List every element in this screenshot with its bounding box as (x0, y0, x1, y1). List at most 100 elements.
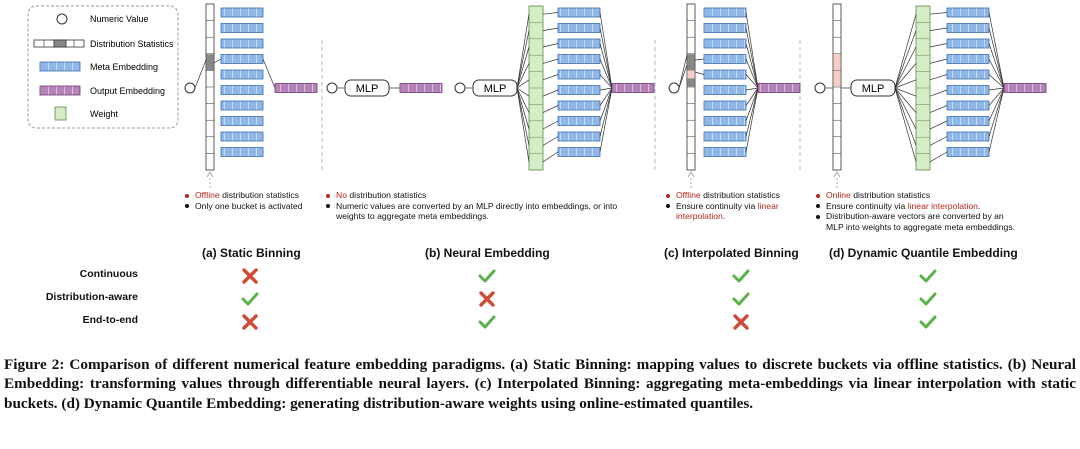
check-icon (918, 266, 938, 286)
connector (516, 46, 530, 89)
meta-embedding (220, 23, 264, 33)
connector (599, 87, 613, 106)
connector (894, 87, 917, 130)
connector (678, 54, 688, 89)
connector (599, 87, 613, 122)
row-label-end-to-end: End-to-end (82, 314, 138, 326)
connector (894, 87, 917, 97)
connector (599, 12, 613, 89)
title-interpolated-binning: (c) Interpolated Binning (664, 246, 799, 260)
panel-a-note: Only one bucket is activated (195, 200, 303, 211)
legend-meta-embedding: Meta Embedding (90, 62, 158, 72)
panel-d-notes: Online distribution statistics Ensure co… (816, 190, 1016, 232)
distribution-statistics-icon (33, 39, 85, 48)
connector (542, 27, 559, 31)
row-label-continuous: Continuous (79, 268, 138, 280)
active-bucket (206, 54, 214, 70)
panel-b-note: Numeric values are converted by an MLP d… (336, 200, 618, 222)
connector (678, 64, 688, 89)
connector (894, 87, 917, 146)
connector (988, 12, 1005, 89)
connector (894, 46, 917, 89)
meta-embedding (946, 7, 990, 18)
connector (929, 151, 948, 163)
meta-embedding (946, 147, 990, 157)
connector (988, 74, 1005, 89)
meta-embedding (557, 147, 601, 157)
meta-embedding (703, 85, 747, 95)
meta-embedding (703, 100, 747, 111)
panel-b-notes: No distribution statistics Numeric value… (326, 190, 646, 222)
meta-embedding (703, 116, 747, 126)
connector (516, 87, 530, 130)
weight-icon (54, 106, 67, 121)
connector (929, 89, 948, 97)
meta-embedding (220, 7, 264, 18)
meta-embedding (703, 23, 747, 33)
active-bucket (687, 70, 695, 87)
connector (929, 27, 948, 31)
connector (542, 151, 559, 163)
meta-embedding (946, 100, 990, 111)
panel-d-note: Distribution-aware vectors are converted… (826, 211, 1016, 232)
meta-embedding (557, 7, 601, 18)
connector (516, 87, 530, 162)
interpolation-highlight (687, 70, 695, 79)
connector (745, 87, 759, 106)
connector (516, 14, 530, 89)
row-label-distribution-aware: Distribution-aware (45, 291, 138, 303)
legend-distribution-statistics: Distribution Statistics (90, 39, 174, 49)
meta-embedding (946, 131, 990, 142)
connector (516, 79, 530, 89)
meta-embedding (557, 69, 601, 80)
check-icon (731, 289, 751, 309)
output-embedding (399, 83, 443, 93)
meta-embedding (557, 38, 601, 49)
arrow-head (206, 171, 214, 178)
connector (542, 58, 559, 64)
meta-embedding (220, 85, 264, 95)
mlp-label: MLP (862, 83, 885, 95)
cross-icon (477, 289, 497, 309)
meta-embedding (703, 54, 747, 64)
panel-b-key: No (336, 190, 347, 200)
numeric-value-node (184, 82, 196, 94)
connector (745, 87, 759, 137)
check-icon (918, 289, 938, 309)
check-icon (477, 312, 497, 332)
active-bucket (687, 54, 695, 70)
arrow-head (687, 171, 695, 178)
connector (694, 58, 705, 61)
connector (988, 87, 1005, 122)
mlp-label: MLP (484, 83, 507, 95)
connector (929, 43, 948, 48)
numeric-value-node (668, 82, 680, 94)
panel-c-key: Offline (676, 190, 701, 200)
check-icon (477, 266, 497, 286)
meta-embedding (220, 54, 264, 64)
meta-embedding (220, 116, 264, 126)
panel-a-notes: Offline distribution statistics Only one… (185, 190, 320, 211)
meta-embedding (220, 69, 264, 80)
panel-c-notes: Offline distribution statistics Ensure c… (666, 190, 796, 222)
connector (929, 136, 948, 146)
check-icon (918, 312, 938, 332)
connector (542, 105, 559, 113)
connector (516, 87, 530, 113)
check-icon (240, 289, 260, 309)
meta-embedding (557, 85, 601, 95)
connector (599, 87, 613, 153)
meta-embedding (946, 38, 990, 49)
numeric-value-node (326, 82, 338, 94)
connector (988, 87, 1005, 137)
output-embedding (1003, 83, 1047, 93)
connector (988, 87, 1005, 153)
panel-a-key: Offline (195, 190, 220, 200)
meta-embedding (557, 100, 601, 111)
meta-embedding (946, 54, 990, 64)
connector (745, 74, 759, 89)
connector (894, 63, 917, 89)
connector (929, 58, 948, 64)
connector (929, 105, 948, 113)
